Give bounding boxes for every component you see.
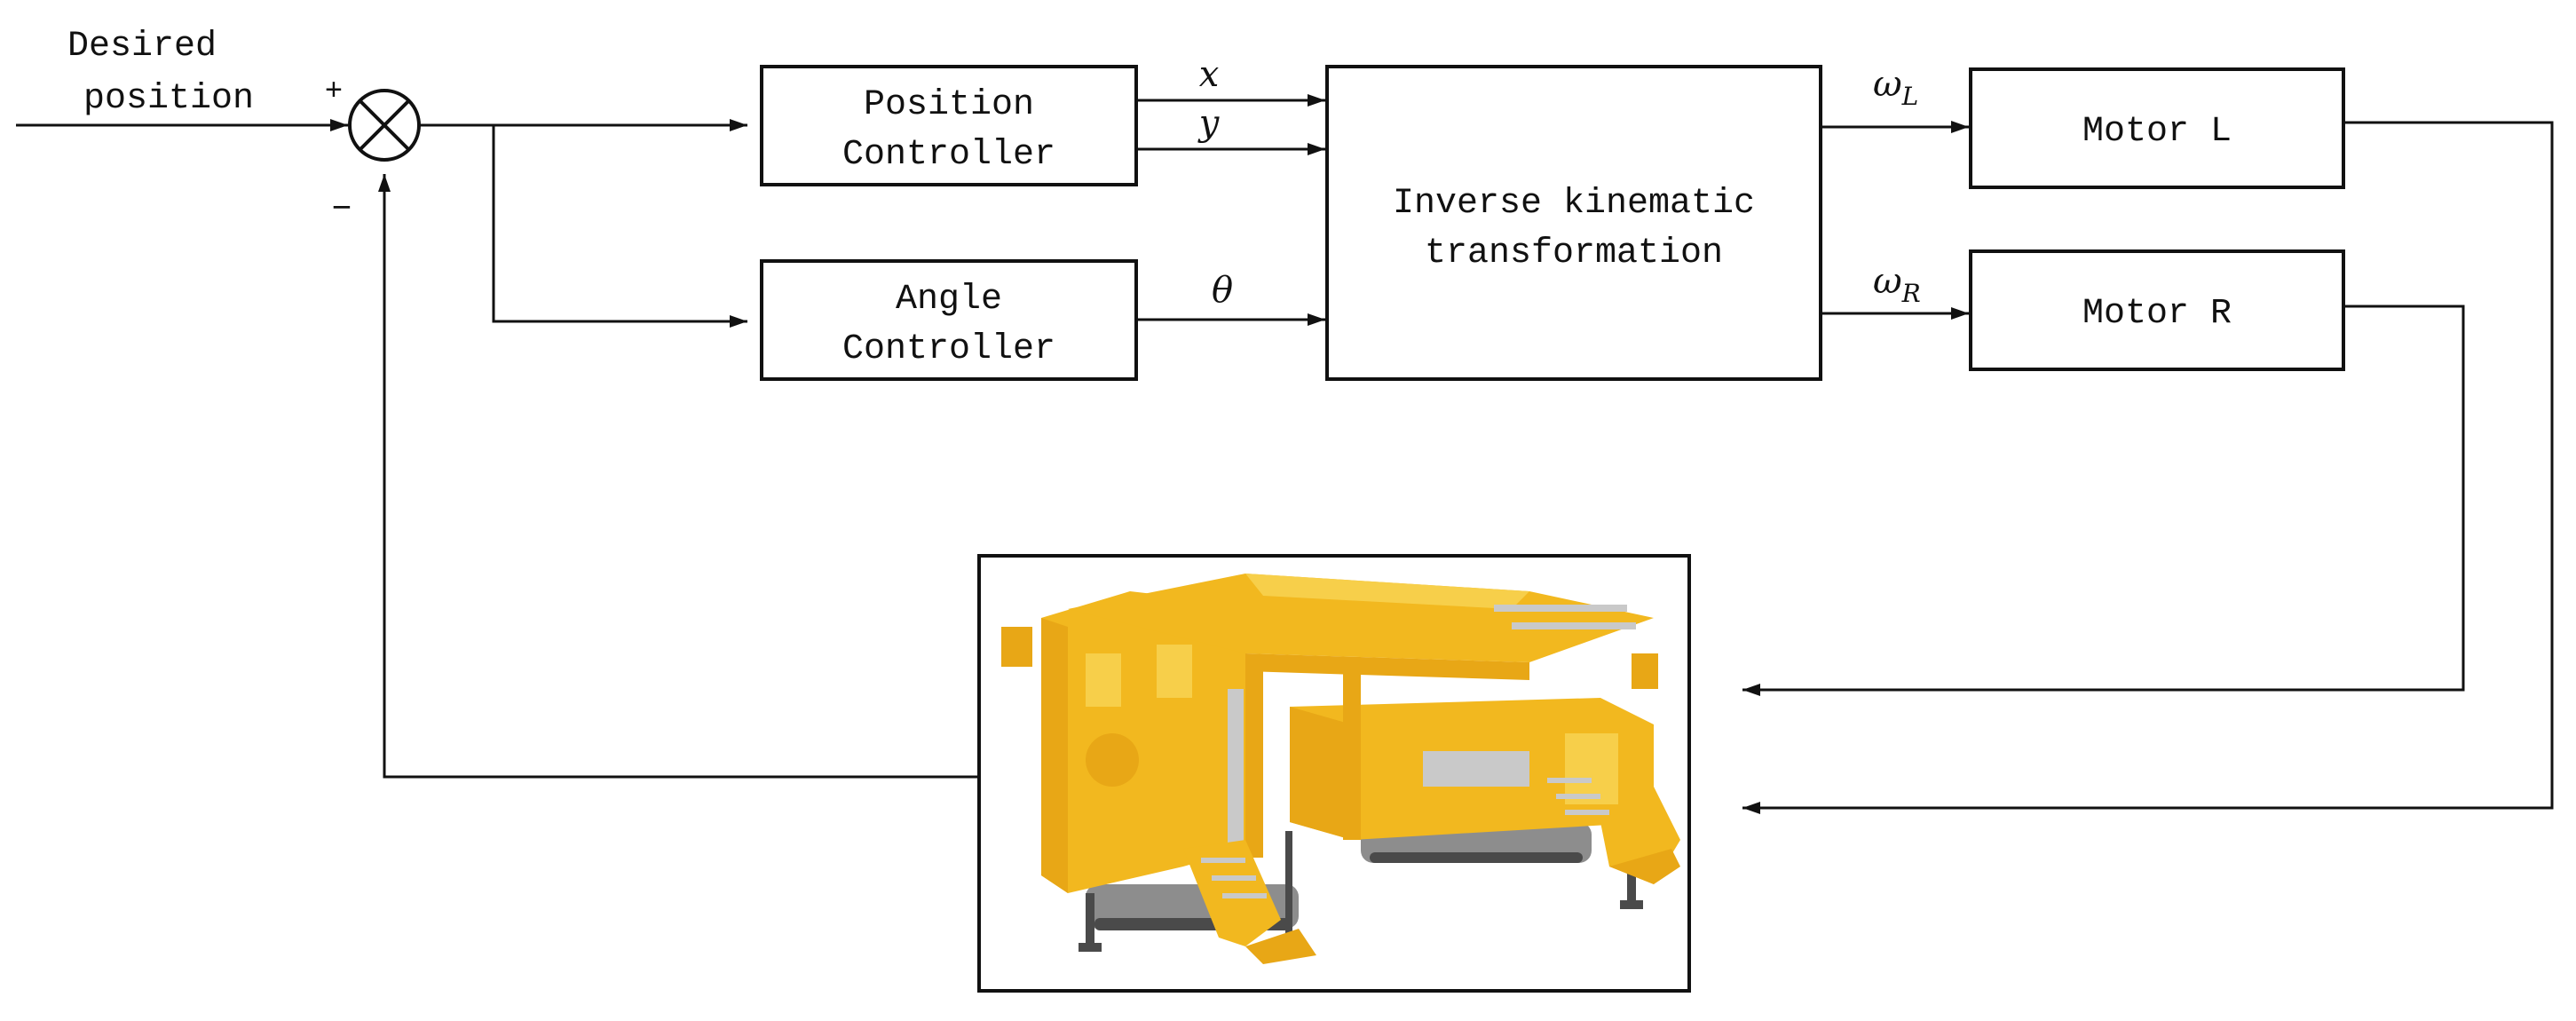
plus-sign: + [325, 75, 343, 109]
angle-controller-line2: Controller [842, 329, 1055, 369]
y-signal-label: y [1197, 103, 1221, 144]
inverse-kinematics-line1: Inverse kinematic [1393, 184, 1755, 224]
feedback-wire [378, 174, 979, 779]
input-label-line1: Desired [67, 27, 217, 67]
angle-controller-block [760, 259, 1138, 381]
omega-l-label: ωL [1873, 64, 1918, 111]
position-controller-line2: Controller [842, 135, 1055, 175]
theta-signal-label: θ [1212, 270, 1233, 311]
motor-r-wire [1742, 305, 2465, 696]
angle-controller-line1: Angle [896, 280, 1002, 320]
motor-r-block [1969, 249, 2345, 371]
position-controller-block [760, 65, 1138, 186]
branch-wire [492, 125, 747, 328]
motor-l-label: Motor L [2082, 112, 2232, 152]
motor-r-label: Motor R [2082, 294, 2232, 334]
inverse-kinematics-block [1325, 65, 1822, 381]
input-label-line2: position [83, 79, 254, 119]
omega-r-label: ωR [1873, 261, 1921, 308]
motor-l-wire [1742, 121, 2554, 814]
inverse-kinematics-line2: transformation [1425, 233, 1723, 273]
mining-robot-icon [1001, 574, 1680, 964]
motor-l-block [1969, 67, 2345, 189]
x-signal-label: x [1199, 54, 1220, 95]
summing-junction [348, 89, 421, 162]
minus-sign: − [332, 191, 352, 229]
position-controller-line1: Position [864, 85, 1034, 125]
